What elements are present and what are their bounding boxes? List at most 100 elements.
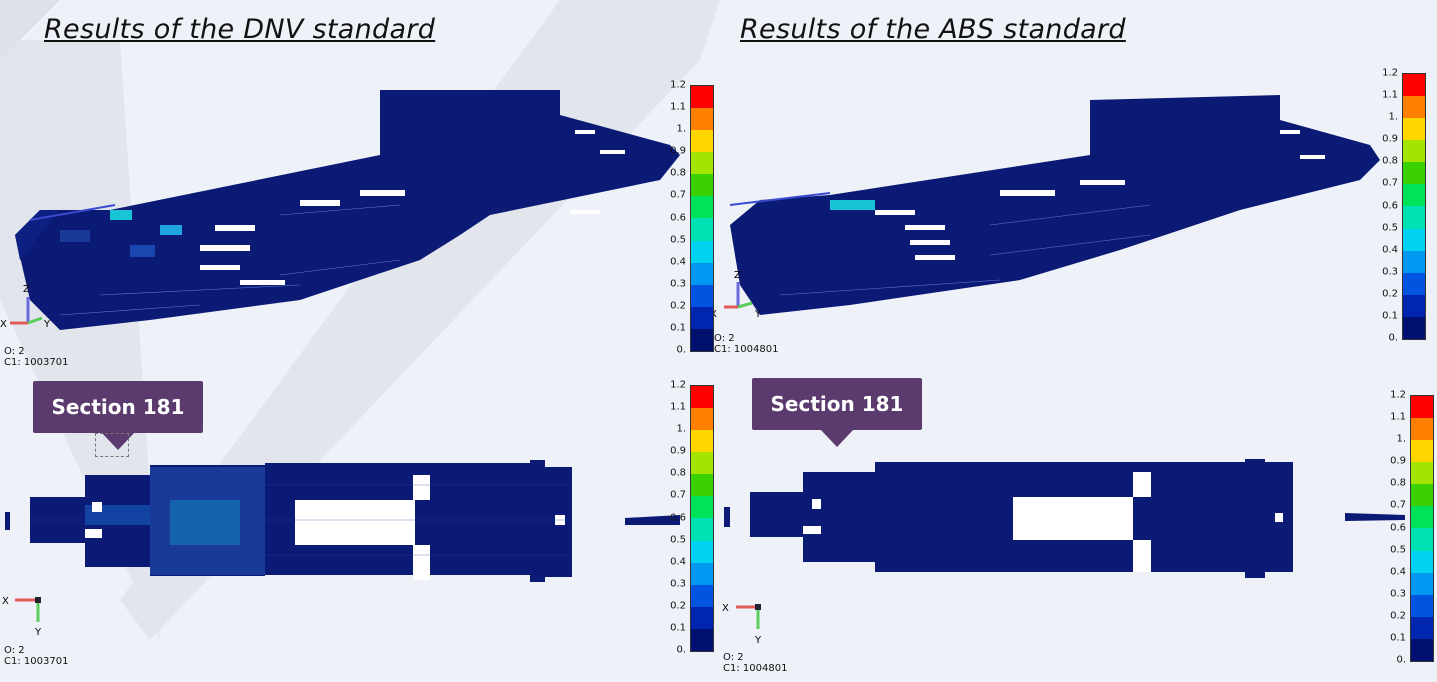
heading-abs: Results of the ABS standard (740, 14, 1126, 45)
legend-tick-label: 0.8 (1382, 155, 1398, 167)
component-id-label: C1: 1004801 (714, 344, 779, 355)
dnv-iso-meta: O: 2 C1: 1003701 (4, 346, 68, 368)
legend-color-bar (690, 385, 714, 652)
legend-tick-label: 0.8 (670, 467, 686, 479)
component-id-label: C1: 1003701 (4, 656, 69, 667)
legend-color-step (691, 284, 713, 307)
legend-tick-label: 0.2 (670, 300, 686, 312)
legend-color-step (691, 386, 713, 409)
legend-tick-label: 0.3 (1390, 588, 1406, 600)
component-id-label: C1: 1003701 (4, 357, 69, 368)
legend-color-step (691, 496, 713, 519)
legend-tick-label: 0. (1388, 332, 1398, 344)
legend-color-step (691, 328, 713, 351)
legend-color-step (1403, 294, 1425, 317)
legend-tick-label: 0.7 (1382, 177, 1398, 189)
legend-color-step (691, 130, 713, 153)
axis-label-z: Z (734, 270, 741, 281)
abs-plan-view[interactable] (700, 455, 1437, 585)
legend-tick-label: 1. (1388, 111, 1398, 123)
legend-color-step (691, 584, 713, 607)
legend-color-step (1403, 118, 1425, 141)
legend-tick-label: 0.2 (1382, 288, 1398, 300)
legend-tick-label: 1. (676, 423, 686, 435)
legend-color-step (1411, 396, 1433, 419)
legend-color-step (691, 430, 713, 453)
legend-tick-label: 0.4 (1390, 566, 1406, 578)
abs-iso-meta: O: 2 C1: 1004801 (714, 333, 778, 355)
abs-isometric-view[interactable]: Z X Y (700, 85, 1390, 340)
legend-color-step (691, 240, 713, 263)
legend-color-bar (690, 85, 714, 352)
legend-color-step (1403, 74, 1425, 97)
legend-color-step (1411, 462, 1433, 485)
axis-triad-icon: X Y (722, 603, 762, 645)
legend-tick-label: 1.1 (1390, 411, 1406, 423)
dnv-plan-view[interactable] (0, 455, 690, 585)
legend-color-step (1411, 440, 1433, 463)
legend-tick-label: 0.7 (670, 189, 686, 201)
legend-tick-label: 0.9 (1382, 133, 1398, 145)
legend-tick-label: 1.2 (1382, 67, 1398, 79)
legend-tick-label: 0. (676, 344, 686, 356)
legend-tick-label: 0.3 (670, 578, 686, 590)
load-case-label: O: 2 (714, 333, 735, 344)
legend-color-step (691, 562, 713, 585)
load-case-label: O: 2 (4, 346, 25, 357)
legend-tick-label: 0.9 (670, 445, 686, 457)
legend-color-step (1411, 616, 1433, 639)
legend-color-step (1403, 316, 1425, 339)
legend-tick-label: 0.1 (670, 622, 686, 634)
legend-color-step (691, 408, 713, 431)
legend-tick-label: 0.5 (670, 534, 686, 546)
dnv-isometric-view[interactable]: Z X Y (0, 85, 690, 340)
axis-label-z: Z (23, 284, 30, 295)
axis-label-x: X (2, 596, 9, 607)
legend-tick-label: 0.1 (1382, 310, 1398, 322)
legend-color-step (691, 262, 713, 285)
legend-color-step (1411, 594, 1433, 617)
legend-color-step (691, 86, 713, 109)
legend-color-bar (1410, 395, 1434, 662)
legend-color-step (691, 628, 713, 651)
legend-color-step (1403, 162, 1425, 185)
legend-tick-label: 0.5 (670, 234, 686, 246)
axis-triad-icon: Z X Y (0, 284, 51, 330)
legend-tick-label: 0. (676, 644, 686, 656)
component-id-label: C1: 1004801 (723, 663, 788, 674)
legend-color-step (691, 196, 713, 219)
axis-label-x: X (722, 603, 729, 614)
legend-color-step (691, 540, 713, 563)
legend-tick-label: 0.9 (670, 145, 686, 157)
legend-color-step (1403, 206, 1425, 229)
legend-color-step (691, 518, 713, 541)
legend-tick-label: 0. (1396, 654, 1406, 666)
legend-tick-label: 0.4 (670, 256, 686, 268)
legend-color-step (1403, 184, 1425, 207)
legend-color-step (1403, 272, 1425, 295)
legend-color-step (1411, 506, 1433, 529)
legend-color-step (1403, 228, 1425, 251)
legend-color-bar (1402, 73, 1426, 340)
legend-tick-label: 0.5 (1390, 544, 1406, 556)
dnv-plan-meta: O: 2 C1: 1003701 (4, 645, 68, 667)
legend-tick-label: 0.3 (1382, 266, 1398, 278)
section-callout-abs: Section 181 (752, 378, 922, 447)
legend-tick-label: 0.4 (670, 556, 686, 568)
axis-triad-icon: X Y (2, 596, 42, 638)
legend-color-step (691, 474, 713, 497)
legend-color-step (1411, 418, 1433, 441)
legend-tick-label: 0.6 (1390, 522, 1406, 533)
legend-color-step (1411, 638, 1433, 661)
load-case-label: O: 2 (723, 652, 744, 663)
legend-tick-label: 0.2 (1390, 610, 1406, 622)
legend-color-step (1411, 572, 1433, 595)
legend-color-step (691, 606, 713, 629)
axis-label-y: Y (43, 319, 51, 330)
legend-color-step (1403, 140, 1425, 163)
legend-color-step (1411, 528, 1433, 551)
legend-tick-label: 1.2 (1390, 389, 1406, 401)
legend-color-step (1411, 484, 1433, 507)
legend-tick-label: 1.1 (670, 101, 686, 113)
legend-tick-label: 0.2 (670, 600, 686, 612)
